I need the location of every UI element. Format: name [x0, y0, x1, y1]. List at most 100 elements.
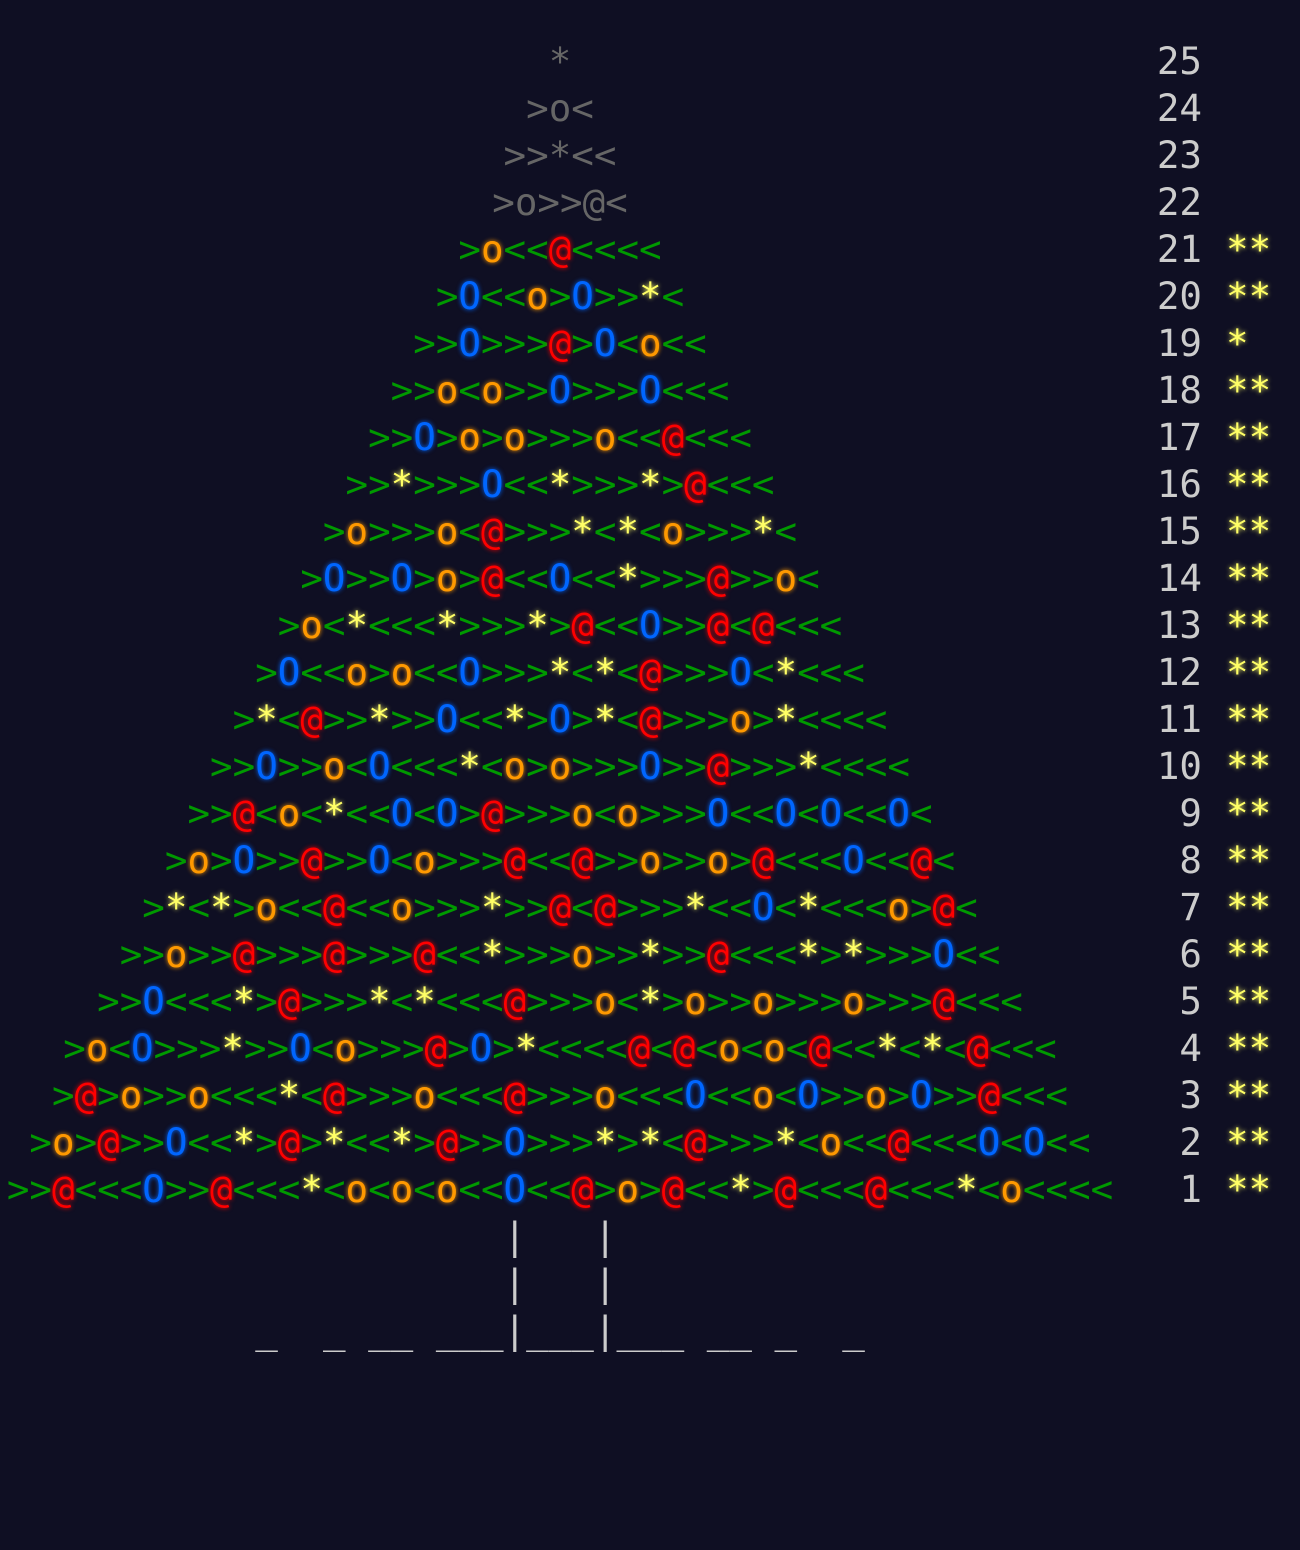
ornament: <: [842, 885, 865, 929]
ornament: >: [119, 979, 143, 1023]
day-number: 1: [1179, 1167, 1202, 1211]
ornament: <: [819, 1167, 843, 1211]
day-number: 8: [1179, 838, 1202, 882]
calendar-day-9[interactable]: >>@<o<*<<O<O>@>>>o<o>>>O<<O<O<<O<9**: [0, 790, 1300, 837]
ornament: >: [368, 1073, 391, 1117]
ornament: <: [819, 885, 843, 929]
ornament: >: [684, 603, 707, 647]
ornament: o: [616, 791, 640, 835]
day-number: 3: [1179, 1073, 1202, 1117]
calendar-day-23: >>*<<23: [0, 132, 1300, 179]
ornament: <: [797, 697, 820, 741]
ornament: *: [616, 556, 640, 600]
ornament: <: [593, 556, 617, 600]
star-count: **: [1226, 509, 1272, 553]
calendar-day-12[interactable]: >O<<o>o<<O>>>*<*<@>>>O<*<<<12**: [0, 649, 1300, 696]
ornament: *: [639, 1120, 662, 1164]
ornament: >: [480, 1120, 504, 1164]
calendar-day-8[interactable]: >o>O>>@>>O<o>>>@<<@>>o>>o>@<<<O<<@<8**: [0, 837, 1300, 884]
ornament: @: [706, 603, 730, 647]
ornament: >: [29, 1120, 52, 1164]
tree-row: >*<@>>*>>O<<*>O>*<@>>>o>*<<<<: [233, 696, 888, 743]
ornament: <: [797, 838, 820, 882]
ornament: O: [458, 274, 481, 318]
ornament: >: [345, 979, 369, 1023]
ornament: >: [255, 1120, 278, 1164]
calendar-day-6[interactable]: >>o>>@>>>@>>>@<<*>>>o>>*>>@<<<*>*>>>O<<6…: [0, 931, 1300, 978]
ornament: <: [819, 744, 843, 788]
tree-row: >o>>>o<@>>>*<*<o>>>*<: [323, 508, 797, 555]
ornament: O: [819, 791, 843, 835]
ornament: *: [300, 1167, 323, 1211]
ornament: <: [774, 885, 798, 929]
calendar-day-17[interactable]: >>O>o>o>>>o<<@<<<17**: [0, 414, 1300, 461]
ornament: *: [921, 1026, 944, 1070]
ornament: <: [1000, 1120, 1023, 1164]
ornament: @: [627, 1026, 651, 1070]
ornament: o: [503, 744, 527, 788]
calendar-day-3[interactable]: >@>o>>o<<<*<@>>>o<<<@>>>o<<<O<<o<O>>o>O>…: [0, 1072, 1300, 1119]
ornament: @: [232, 791, 256, 835]
calendar-day-21[interactable]: >o<<@<<<<21**: [0, 226, 1300, 273]
calendar-day-16[interactable]: >>*>>>O<<*>>>*>@<<<16**: [0, 461, 1300, 508]
ornament: <: [368, 885, 391, 929]
ornament: *: [774, 697, 798, 741]
ornament: o: [593, 415, 617, 459]
ornament: o: [85, 1026, 109, 1070]
ornament: >: [51, 1073, 75, 1117]
calendar-day-11[interactable]: >*<@>>*>>O<<*>O>*<@>>>o>*<<<<11**: [0, 696, 1300, 743]
ornament: >: [526, 932, 549, 976]
ornament: <: [684, 368, 707, 412]
ornament: o: [435, 556, 459, 600]
ornament: O: [571, 274, 594, 318]
ornament: >: [458, 838, 481, 882]
ornament: >: [526, 321, 549, 365]
star-count: **: [1226, 885, 1272, 929]
ornament: <: [458, 979, 481, 1023]
ornament: <: [255, 1073, 278, 1117]
ornament: >: [684, 838, 707, 882]
ornament: O: [232, 838, 256, 882]
ornament: o: [503, 415, 527, 459]
calendar-day-14[interactable]: >O>>O>o>@<<O<<*>>>@>>o<14**: [0, 555, 1300, 602]
calendar-day-5[interactable]: >>O<<<*>@>>>*<*<<<@>>>o<*>o>>o>>>o>>>@<<…: [0, 978, 1300, 1025]
ornament: >: [390, 509, 414, 553]
ornament: *: [729, 1167, 752, 1211]
calendar-day-20[interactable]: >O<<o>O>>*<20**: [0, 273, 1300, 320]
ornament: >: [187, 791, 211, 835]
calendar-day-13[interactable]: >o<*<<<*>>>*>@<<O>>@<@<<<13**: [0, 602, 1300, 649]
calendar-day-10[interactable]: >>O>>o<O<<<*<o>o>>>O>>@>>>*<<<<10**: [0, 743, 1300, 790]
ornament: @: [548, 885, 572, 929]
ornament: <: [1022, 1167, 1046, 1211]
ornament: <: [955, 932, 978, 976]
trunk-line: | |: [503, 1214, 617, 1258]
ornament: <: [977, 1167, 1001, 1211]
calendar-day-19[interactable]: >>O>>>@>O<o<<19*: [0, 320, 1300, 367]
calendar-day-18[interactable]: >>o<o>>O>>>O<<<18**: [0, 367, 1300, 414]
ornament: <: [210, 1120, 233, 1164]
ornament: >: [300, 1120, 323, 1164]
ornament: <: [864, 697, 888, 741]
calendar-day-7[interactable]: >*<*>o<<@<<o>>>*>>@<@>>>*<<O<*<<<o>@<7**: [0, 884, 1300, 931]
ornament: O: [548, 556, 572, 600]
ornament: >: [548, 791, 572, 835]
star-count: **: [1226, 227, 1272, 271]
calendar-day-4[interactable]: >o<O>>>*>>O<o>>>@>O>*<<<<@<@<o<o<@<<*<*<…: [0, 1025, 1300, 1072]
ornament: o: [526, 274, 549, 318]
ornament: O: [458, 321, 481, 365]
ornament: o: [458, 415, 481, 459]
calendar-day-1[interactable]: >>@<<<O>>@<<<*<o<o<o<<O<<@>o>@<<*>@<<<@<…: [0, 1166, 1300, 1213]
ornament: <: [684, 321, 707, 365]
ornament: <: [311, 1026, 335, 1070]
calendar-day-15[interactable]: >o>>>o<@>>>*<*<o>>>*<15**: [0, 508, 1300, 555]
ornament: *: [593, 1120, 617, 1164]
calendar-day-22: >o>>@<22: [0, 179, 1300, 226]
ornament: <: [797, 650, 820, 694]
ornament: <: [368, 1167, 391, 1211]
calendar-day-2[interactable]: >o>@>>O<<*>@>*<<*>@>>O>>>*>*<@>>>*<o<<@<…: [0, 1119, 1300, 1166]
day-number: 25: [1156, 39, 1202, 83]
ornament: <: [955, 885, 978, 929]
ornament: <: [322, 650, 346, 694]
ornament: <: [548, 838, 572, 882]
ornament: <: [650, 1026, 673, 1070]
